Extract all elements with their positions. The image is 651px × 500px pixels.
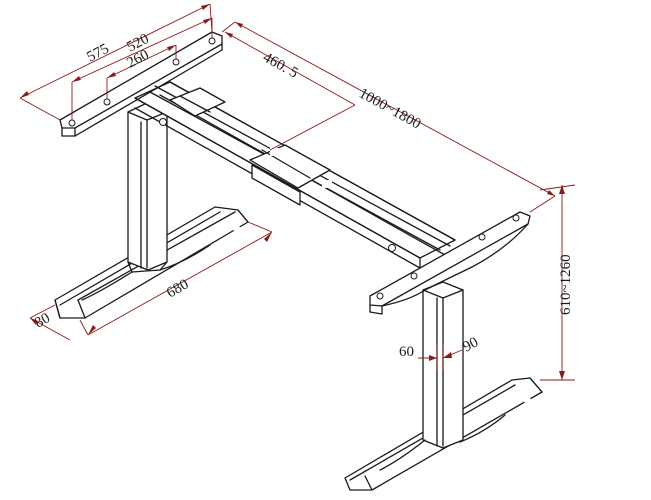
dimension-lines xyxy=(19,3,576,381)
dim-hole-span-inner xyxy=(106,44,177,99)
dim-height xyxy=(539,184,576,381)
dim-hole-span-outer xyxy=(71,17,213,120)
right-column xyxy=(379,281,506,471)
label-foot-end: 80 xyxy=(32,310,53,331)
label-foot-length: 680 xyxy=(164,276,191,301)
label-height: 610~1260 xyxy=(558,254,574,315)
dim-beam-offset xyxy=(224,31,356,151)
label-leg-b: 90 xyxy=(460,334,481,355)
crossbeam-assembly xyxy=(134,81,456,269)
right-mounting-plate xyxy=(369,211,531,315)
dimension-labels: 575 520 260 460. 5 1000~1800 610~1260 60… xyxy=(32,31,574,360)
label-foot-width: 575 xyxy=(84,41,111,66)
dim-foot-length xyxy=(79,221,273,336)
left-column xyxy=(81,102,211,301)
dim-frame-width xyxy=(221,21,556,213)
dim-leg-b xyxy=(442,345,463,370)
dim-foot-end xyxy=(29,304,71,341)
desk-frame xyxy=(54,31,543,497)
label-leg-a: 60 xyxy=(399,344,414,360)
label-frame-width: 1000~1800 xyxy=(356,86,423,133)
dim-leg-a xyxy=(418,345,438,370)
